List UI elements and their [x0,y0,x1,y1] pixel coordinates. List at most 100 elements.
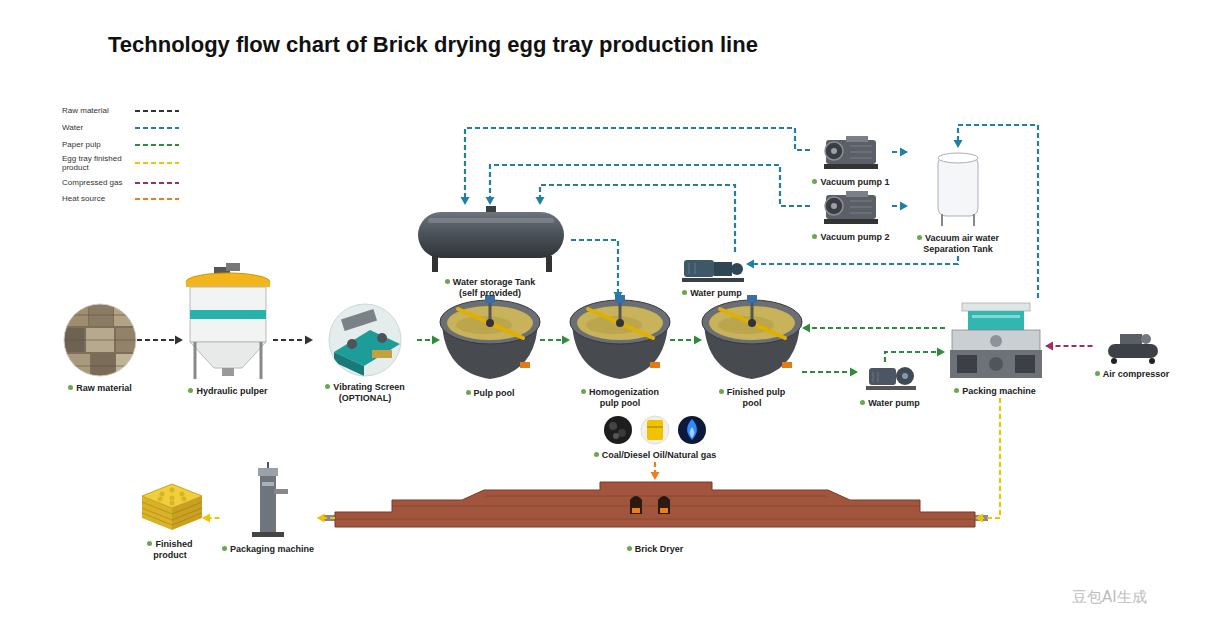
label-block: Raw material [68,383,132,394]
packaging-machine-drawing-part [267,462,269,469]
vacuum-pump-drawings-part [824,191,878,224]
label-row: Vacuum air water Separation Tank [910,233,1006,255]
flow-connector [273,336,313,345]
legend-row: Heat source [62,194,181,203]
hydraulic-pulper-drawing-part [222,368,234,376]
label-block: Packing machine [954,386,1036,397]
vibrating-screen-photo-part [329,304,401,376]
vibrating-screen-photo-part-part [341,309,377,331]
label-row: Finished pulp pool [712,387,792,409]
equipment-node: Water storage Tank (self provided) [409,205,571,300]
connector-line [540,185,735,252]
vibrating-screen-photo [329,304,401,376]
node-label: Raw material [76,383,132,393]
water-storage-tank-drawing-part [546,256,552,272]
flow-connector [536,185,736,252]
connector-line [273,339,307,341]
egg-tray-stack-drawing-part [170,488,175,493]
bullet-dot [325,384,330,389]
node-label: Vibrating Screen (OPTIONAL) [333,382,404,403]
label-block: Hydraulic pulper [188,386,267,397]
label-block: Coal/Diesel Oil/Natural gas [594,450,717,461]
bullet-dot [594,452,599,457]
label-row: Finished product [140,539,200,561]
label-row: Packaging machine [222,544,314,555]
pulp-pool-drawings-part [702,295,802,379]
legend-row: Compressed gas [62,178,181,187]
air-compressor-drawing [1108,334,1158,364]
bullet-dot [860,400,865,405]
picture-area [440,300,540,382]
packing-machine-drawing-part [950,350,1042,378]
arrow-head [486,197,495,205]
legend-swatch [135,107,181,115]
packaging-machine-drawing-part [262,482,274,486]
arrow-head [305,336,313,345]
connector-line [1051,345,1093,347]
legend-text: Egg tray finished product [62,154,130,172]
arrow-head [202,514,210,523]
packing-machine-drawing-part [990,335,1002,347]
water-pump-drawing-part [869,368,896,385]
equipment-node: Vacuum pump 2 [810,188,892,244]
flow-connector [1045,342,1093,351]
legend-line [135,162,179,164]
node-label: Vacuum air water Separation Tank [923,233,999,254]
node-label: Hydraulic pulper [196,386,267,396]
packing-machine-drawing-part [1015,355,1035,373]
flow-connector [137,336,183,345]
pulp-pool-drawings-part [440,295,540,379]
bullet-dot [68,385,73,390]
fuel-icons-part [690,427,695,438]
bullet-dot [682,290,687,295]
packing-machine-drawing [950,303,1042,378]
label-block: Homogenization pulp pool [575,387,665,409]
egg-tray-stack-drawing-part [172,502,202,514]
connector-line [465,128,810,199]
flow-connector [571,240,623,300]
picture-area [678,252,746,282]
brick-dryer-drawing-part [393,506,919,507]
label-row: Air compressor [1095,369,1170,380]
label-block: Vacuum pump 1 [812,177,889,188]
equipment-node: Vibrating Screen (OPTIONAL) [313,303,417,405]
connector-line [885,352,939,362]
picture-area [335,480,975,528]
equipment-node: Raw material [63,303,137,395]
egg-tray-stack-drawing-part [142,513,172,525]
air-compressor-drawing-part [1141,334,1151,344]
equipment-node: Coal/Diesel Oil/Natural gas [592,414,719,462]
label-block: Water storage Tank (self provided) [435,277,545,299]
label-row: Brick Dryer [627,544,684,555]
picture-area [810,133,892,171]
air-compressor-drawing-part [1108,344,1158,358]
arrow-head [900,148,908,157]
picture-area [138,478,202,534]
arrow-head [562,336,570,345]
connector-line [981,398,1000,518]
brick-dryer-drawing-part [335,482,975,527]
bullet-dot [147,541,152,546]
pump-drawing-part [684,260,714,277]
egg-tray-stack-drawing-part [160,492,165,497]
arrow-head [850,368,858,377]
watermark: 豆包AI生成 [1072,588,1147,607]
water-pump-drawing [866,367,916,390]
fuel-icons-part [604,416,632,444]
equipment-node: Hydraulic pulper [183,264,273,398]
picture-area [810,188,892,226]
picture-area [858,362,922,392]
legend-text: Water [62,123,130,132]
hydraulic-pulper-drawing-part [260,342,263,379]
bullet-dot [812,179,817,184]
water-pump-drawing-part [866,386,916,390]
picture-area [1093,333,1172,363]
flow-connector [670,336,702,345]
legend-text: Raw material [62,106,130,115]
hydraulic-pulper-drawing [186,263,270,379]
arrow-head [694,336,702,345]
flow-connector [540,336,570,345]
bullet-dot [627,546,632,551]
